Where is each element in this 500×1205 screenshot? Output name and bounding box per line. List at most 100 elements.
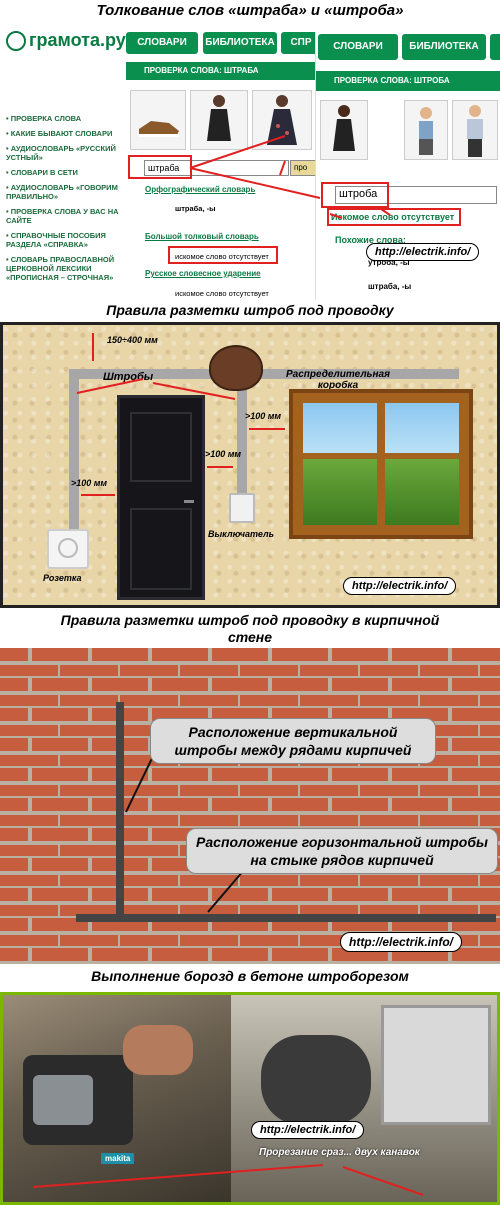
site-url-badge: http://electrik.info/ <box>251 1121 365 1139</box>
socket-icon <box>47 529 89 569</box>
tab-biblioteka[interactable]: БИБЛИОТЕКА <box>203 32 277 54</box>
sidebar-item[interactable]: АУДИОСЛОВАРЬ «ГОВОРИМ ПРАВИЛЬНО» <box>6 183 124 201</box>
highlight-box-absent-right <box>327 208 461 226</box>
arrow-line <box>32 1164 324 1188</box>
door <box>117 395 205 600</box>
absent-text-2: искомое слово отсутствует <box>175 289 269 298</box>
arrow-line <box>207 869 245 913</box>
title-2: Правила разметки штроб под проводку <box>106 302 394 318</box>
similar-word[interactable]: утроба, -ы <box>368 258 410 267</box>
highlight-box-absent <box>168 246 278 264</box>
callout-horizontal: Расположение горизонтальной штробы на ст… <box>186 828 498 874</box>
sidebar-item[interactable]: ПРОВЕРКА СЛОВА <box>6 114 124 123</box>
arrow-line <box>279 160 286 176</box>
window <box>289 389 473 539</box>
saw-motor <box>261 1035 371 1125</box>
sidebar-item[interactable]: ПРОВЕРКА СЛОВА У ВАС НА САЙТЕ <box>6 207 124 225</box>
similar-word-2[interactable]: штраба, -ы <box>368 282 412 291</box>
dim-label-3: >100 мм <box>71 478 108 488</box>
arrow-line <box>377 206 391 216</box>
saw-arrows <box>32 1164 424 1196</box>
window-mullion <box>377 399 385 531</box>
tab-slovari-2[interactable]: СЛОВАРИ <box>318 34 398 60</box>
woman-image <box>333 105 355 151</box>
horizontal-groove <box>76 914 496 922</box>
groove-horizontal-top <box>69 369 459 379</box>
ad-thumb-dress[interactable] <box>190 90 248 150</box>
arrow-line <box>152 382 236 400</box>
dim-label-1: >100 мм <box>245 411 282 421</box>
site-url-badge: http://electrik.info/ <box>343 577 457 595</box>
absent-right: Искомое слово отсутствует <box>331 212 455 222</box>
vertical-groove <box>116 702 124 922</box>
ad-thumb-3[interactable] <box>320 100 368 160</box>
hand <box>123 1025 193 1075</box>
wall-diagram: Распределительная коробка Выключатель Ро… <box>0 322 500 608</box>
callout-vertical: Расположение вертикальной штробы между р… <box>150 718 436 764</box>
check-bar-right: ПРОВЕРКА СЛОВА: ШТРОБА <box>316 71 500 91</box>
absent-text: искомое слово отсутствует <box>175 252 269 261</box>
socket-hole <box>58 538 78 558</box>
groove-vertical-left <box>69 369 79 547</box>
window-transom <box>299 453 463 459</box>
saw-brand: makita <box>101 1153 135 1164</box>
accent-dict-link[interactable]: Русское словесное ударение <box>145 269 261 278</box>
arrow-line <box>189 135 286 169</box>
door-handle-icon <box>184 500 194 503</box>
red-arrows-1 <box>189 135 391 219</box>
similar-label: Похожие слова: <box>335 235 406 245</box>
tab-slovari[interactable]: СЛОВАРИ <box>126 32 198 54</box>
arrow-line <box>189 167 321 199</box>
ortho-dict-link[interactable]: Орфографический словарь <box>145 185 256 194</box>
site-url-badge: http://electrik.info/ <box>340 932 463 952</box>
saw-caption: Прорезание срaз... двух канавок <box>259 1147 420 1158</box>
title-4: Выполнение борозд в бетоне штроборезом <box>91 968 409 984</box>
sidebar-item[interactable]: СЛОВАРИ В СЕТИ <box>6 168 124 177</box>
dress-image <box>207 95 231 141</box>
photo-right <box>231 995 497 1202</box>
gramota-logo: грамота.ру <box>6 30 126 52</box>
arrow-line <box>329 213 343 219</box>
ad-thumb-4[interactable] <box>404 100 448 160</box>
dim-label-2: >100 мм <box>205 449 242 459</box>
brick-pattern <box>0 648 500 964</box>
photo-left: makita <box>3 995 231 1202</box>
shoe-image <box>139 121 179 137</box>
kid-image <box>419 107 433 155</box>
brick-wall: Расположение вертикальной штробы между р… <box>0 648 500 964</box>
gramota-overlay: СЛОВАРИ БИБЛИОТЕКА ПРОВЕРКА СЛОВА: ШТРОБ… <box>315 32 500 300</box>
man-image <box>467 105 483 157</box>
door-panel-bottom <box>130 508 192 590</box>
light-switch-icon <box>229 493 255 523</box>
sidebar-item[interactable]: СЛОВАРЬ ПРАВОСЛАВНОЙ ЦЕРКОВНОЙ ЛЕКСИКИ «… <box>6 255 124 282</box>
sidebar-item[interactable]: СПРАВОЧНЫЕ ПОСОБИЯ РАЗДЕЛА «СПРАВКА» <box>6 231 124 249</box>
ad-thumb-dress2[interactable] <box>252 90 312 150</box>
big-dict-link[interactable]: Большой толковый словарь <box>145 232 259 241</box>
ad-thumb-shoe[interactable] <box>130 90 186 150</box>
search-input-left[interactable]: штраба <box>144 160 289 176</box>
logo-text: грамота.ру <box>29 30 126 50</box>
dimension-arrows <box>76 333 285 496</box>
ad-thumb-5[interactable] <box>452 100 498 160</box>
door-panel-top <box>130 412 192 482</box>
title-3: Правила разметки штроб под проводку в ки… <box>60 612 440 645</box>
groove-vertical-switch <box>237 369 247 497</box>
tab-more[interactable] <box>490 34 500 60</box>
search-input-right[interactable]: штроба <box>335 186 497 204</box>
arrow-line <box>342 1166 424 1196</box>
sidebar: ПРОВЕРКА СЛОВА КАКИЕ БЫВАЮТ СЛОВАРИ АУДИ… <box>6 114 124 288</box>
sidebar-item[interactable]: КАКИЕ БЫВАЮТ СЛОВАРИ <box>6 129 124 138</box>
saw-guard <box>33 1075 93 1125</box>
site-url-badge: http://electrik.info/ <box>366 243 480 261</box>
ortho-word: штраба, -ы <box>175 204 216 213</box>
sidebar-item[interactable]: АУДИОСЛОВАРЬ «РУССКИЙ УСТНЫЙ» <box>6 144 124 162</box>
socket-label: Розетка <box>43 573 82 583</box>
highlight-box-right <box>321 182 389 208</box>
dress2-image <box>267 95 297 145</box>
box-label: Распределительная коробка <box>286 369 390 391</box>
tab-spravka[interactable]: СПР <box>281 32 321 54</box>
wall-chaser-photo: makita http://electrik.info/ Прорезание … <box>0 992 500 1205</box>
tab-biblioteka-2[interactable]: БИБЛИОТЕКА <box>402 34 486 60</box>
switch-label: Выключатель <box>208 529 274 539</box>
arrow-line <box>76 378 144 394</box>
